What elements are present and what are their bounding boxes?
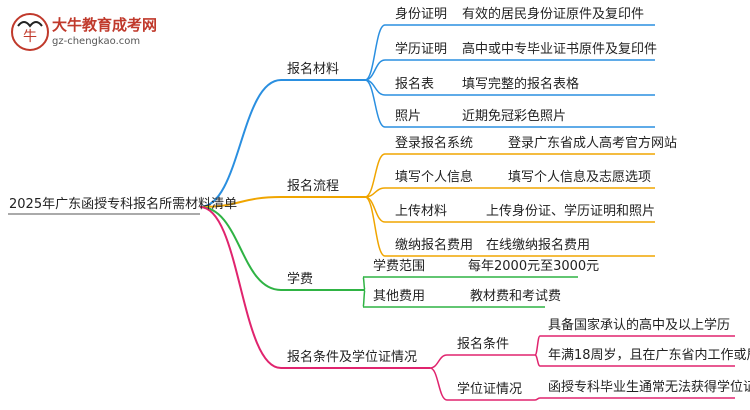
logo-title: 大牛教育成考网 [52,16,158,34]
child-connector [364,79,386,128]
child-detail: 填写个人信息及志愿选项 [508,170,652,185]
root-topic: 2025年广东函授专科报名所需材料清单 [9,197,238,212]
child-label: 学历证明 [395,42,448,57]
branch-connector [199,196,282,208]
branch-label: 学费 [287,272,314,287]
branch-label: 报名条件及学位证情况 [287,350,418,365]
detail-connector [534,354,541,367]
child-connector [362,276,366,291]
branch-label: 报名流程 [287,179,340,194]
detail-label: 具备国家承认的高中及以上学历 [548,318,731,333]
logo: 牛 大牛教育成考网 gz-chengkao.com [10,12,200,56]
logo-url: gz-chengkao.com [52,36,141,47]
child-connector [364,59,386,81]
child-detail: 登录广东省成人高考官方网站 [508,136,678,151]
child-connector [429,367,448,401]
branch-connector [199,79,282,208]
child-connector [364,196,386,257]
detail-connector [534,397,541,401]
child-label: 学位证情况 [457,382,523,397]
child-label: 缴纳报名费用 [395,238,474,253]
child-label: 学费范围 [373,259,426,274]
child-detail: 高中或中专毕业证书原件及复印件 [462,42,658,57]
bull-logo-icon: 牛 [11,13,49,51]
child-detail: 近期免冠彩色照片 [462,109,567,124]
detail-label: 函授专科毕业生通常无法获得学位证书 [548,380,750,395]
child-connector [362,289,366,308]
child-connector [364,196,386,223]
child-detail: 填写完整的报名表格 [462,77,580,92]
child-label: 身份证明 [395,7,448,22]
detail-connector [534,335,541,356]
child-detail: 在线缴纳报名费用 [486,238,591,253]
child-detail: 上传身份证、学历证明和照片 [486,204,656,219]
branch-label: 报名材料 [287,62,340,77]
branch-connector [199,206,282,291]
child-label: 登录报名系统 [395,136,474,151]
child-connector [429,354,448,369]
child-detail: 教材费和考试费 [470,289,562,304]
child-connector [364,153,386,198]
branch-connector [199,206,282,369]
svg-text:牛: 牛 [23,29,37,45]
child-detail: 每年2000元至3000元 [468,259,600,274]
child-label: 报名表 [395,77,435,92]
child-label: 填写个人信息 [395,170,474,185]
detail-label: 年满18周岁，且在广东省内工作或居住 [548,348,750,363]
child-detail: 有效的居民身份证原件及复印件 [462,7,645,22]
child-label: 上传材料 [395,204,448,219]
child-label: 照片 [395,109,422,124]
child-connector [364,24,386,81]
child-label: 其他费用 [373,289,426,304]
child-label: 报名条件 [457,337,510,352]
